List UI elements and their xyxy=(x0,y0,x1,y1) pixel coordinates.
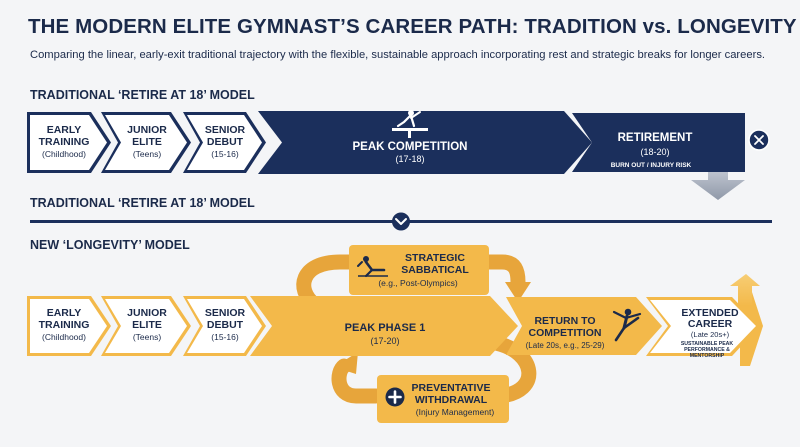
early-training-sub: (Childhood) xyxy=(42,332,86,342)
senior-debut-sub: (15-16) xyxy=(211,332,239,342)
early-training-line2: TRAINING xyxy=(39,136,90,148)
longevity-model-heading: NEW ‘LONGEVITY’ MODEL xyxy=(30,238,190,252)
return-line2: COMPETITION xyxy=(529,327,602,339)
senior-debut-line1: SENIOR xyxy=(205,307,246,319)
stage-senior-debut-longevity: SENIOR DEBUT (15-16) xyxy=(183,296,266,356)
page-subtitle: Comparing the linear, early-exit traditi… xyxy=(30,49,766,61)
extended-line2: CAREER xyxy=(688,318,733,330)
return-sub: (Late 20s, e.g., 25-29) xyxy=(526,341,605,350)
junior-elite-sub: (Teens) xyxy=(133,332,162,342)
retirement-label: RETIREMENT xyxy=(618,132,693,144)
preventative-withdrawal-box: PREVENTATIVE WITHDRAWAL (Injury Manageme… xyxy=(377,375,509,423)
extended-note1: SUSTAINABLE PEAK xyxy=(681,341,734,347)
peak-competition-sub: (17-18) xyxy=(395,154,424,164)
stage-peak-competition: PEAK COMPETITION (17-18) xyxy=(258,110,592,174)
close-circle-icon xyxy=(748,129,770,151)
withdrawal-line1: PREVENTATIVE xyxy=(412,382,491,394)
extended-sub: (Late 20s+) xyxy=(691,330,730,339)
strategic-sabbatical-box: STRATEGIC SABBATICAL (e.g., Post-Olympic… xyxy=(349,245,489,295)
early-training-line1: EARLY xyxy=(47,124,82,136)
peak-phase-label: PEAK PHASE 1 xyxy=(345,322,426,334)
return-line1: RETURN TO xyxy=(534,315,595,327)
junior-elite-line2: ELITE xyxy=(132,319,162,331)
withdrawal-sub: (Injury Management) xyxy=(416,407,495,417)
stage-peak-phase-1: PEAK PHASE 1 (17-20) xyxy=(250,296,518,356)
senior-debut-line2: DEBUT xyxy=(207,319,244,331)
early-training-sub: (Childhood) xyxy=(42,149,86,159)
stage-extended-career: EXTENDED CAREER (Late 20s+) SUSTAINABLE … xyxy=(646,274,763,366)
sabbatical-sub: (e.g., Post-Olympics) xyxy=(378,278,458,288)
gymnast-pose-icon xyxy=(612,308,642,342)
stage-retirement: RETIREMENT (18-20) BURN OUT / INJURY RIS… xyxy=(572,113,745,172)
early-training-line1: EARLY xyxy=(47,307,82,319)
peak-competition-label: PEAK COMPETITION xyxy=(352,141,467,153)
sabbatical-line2: SABBATICAL xyxy=(401,264,469,276)
retirement-note: BURN OUT / INJURY RISK xyxy=(611,162,692,169)
stage-early-training-traditional: EARLY TRAINING (Childhood) xyxy=(27,112,111,173)
page-title: THE MODERN ELITE GYMNAST’S CAREER PATH: … xyxy=(28,15,797,38)
chevron-down-icon xyxy=(392,212,410,231)
extended-line1: EXTENDED xyxy=(681,307,739,319)
medical-plus-icon xyxy=(385,387,405,407)
senior-debut-line1: SENIOR xyxy=(205,124,246,136)
early-training-line2: TRAINING xyxy=(39,319,90,331)
retirement-sub: (18-20) xyxy=(640,147,669,157)
model-divider xyxy=(30,212,772,231)
gymnast-beam-icon xyxy=(392,110,428,138)
junior-elite-line1: JUNIOR xyxy=(127,307,167,319)
senior-debut-line2: DEBUT xyxy=(207,136,244,148)
stage-senior-debut-traditional: SENIOR DEBUT (15-16) xyxy=(183,112,266,173)
stage-junior-elite-longevity: JUNIOR ELITE (Teens) xyxy=(101,296,191,356)
extended-note2: PERFORMANCE & xyxy=(684,347,730,353)
relaxing-person-icon xyxy=(357,256,388,278)
stage-junior-elite-traditional: JUNIOR ELITE (Teens) xyxy=(101,112,191,173)
sabbatical-line1: STRATEGIC xyxy=(405,252,465,264)
retirement-down-arrow xyxy=(691,165,745,200)
junior-elite-sub: (Teens) xyxy=(133,149,162,159)
stage-return-to-competition: RETURN TO COMPETITION (Late 20s, e.g., 2… xyxy=(506,297,662,355)
junior-elite-line2: ELITE xyxy=(132,136,162,148)
withdrawal-line2: WITHDRAWAL xyxy=(415,394,488,406)
peak-phase-sub: (17-20) xyxy=(370,336,399,346)
junior-elite-line1: JUNIOR xyxy=(127,124,167,136)
traditional-model-heading: TRADITIONAL ‘RETIRE AT 18’ MODEL xyxy=(30,88,255,102)
stage-early-training-longevity: EARLY TRAINING (Childhood) xyxy=(27,296,111,356)
extended-note3: MENTORSHIP xyxy=(690,353,725,359)
traditional-model-heading-repeat: TRADITIONAL ‘RETIRE AT 18’ MODEL xyxy=(30,196,255,210)
senior-debut-sub: (15-16) xyxy=(211,149,239,159)
